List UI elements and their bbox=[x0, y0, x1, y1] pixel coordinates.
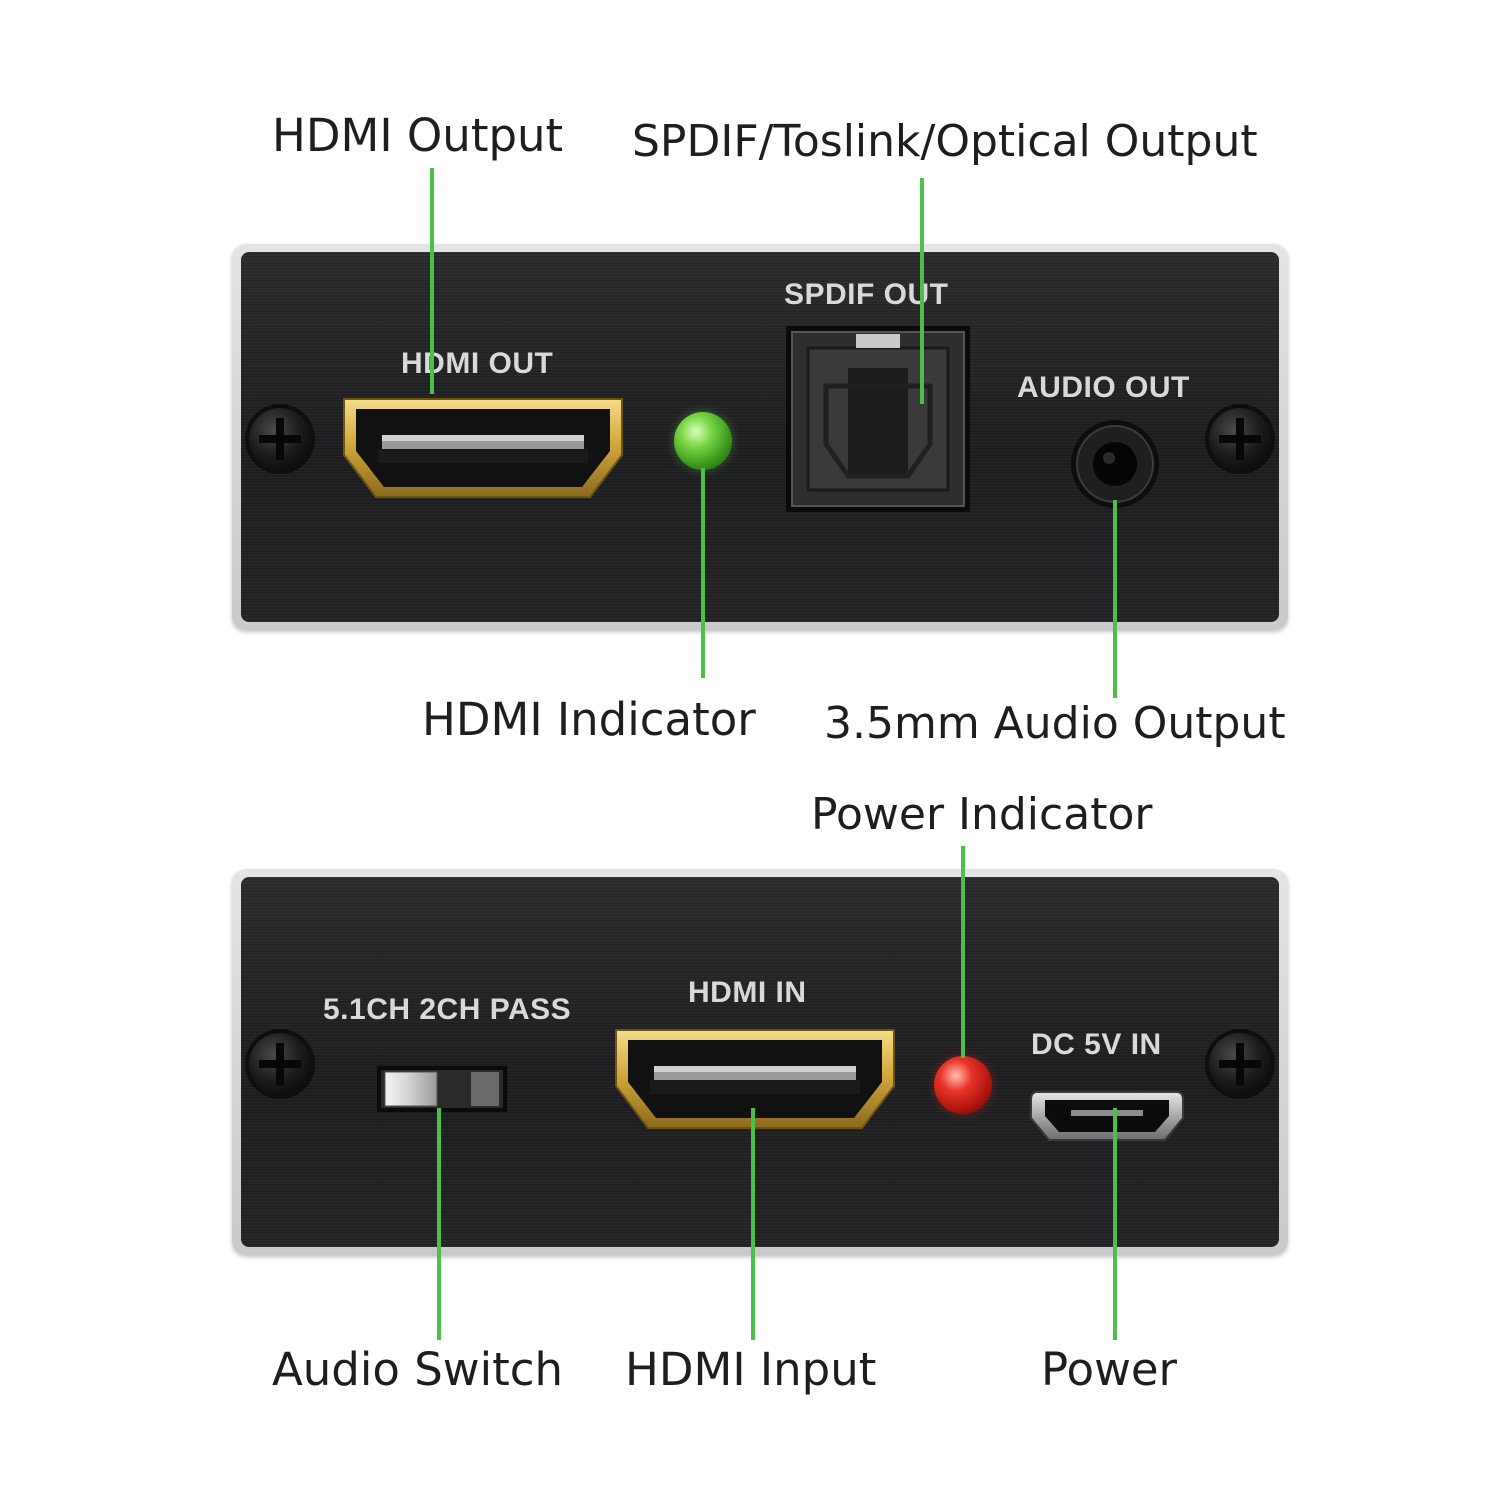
screw-icon bbox=[1205, 404, 1275, 474]
callout-audio-output: 3.5mm Audio Output bbox=[824, 698, 1286, 749]
hdmi-indicator-led bbox=[674, 412, 732, 470]
silk-hdmi-out: HDMI OUT bbox=[401, 347, 554, 380]
callout-hdmi-output: HDMI Output bbox=[272, 109, 564, 162]
leader-line-hdmi-input bbox=[751, 1108, 755, 1340]
callout-hdmi-indicator: HDMI Indicator bbox=[422, 693, 756, 746]
leader-line-audio-switch bbox=[437, 1108, 441, 1340]
optical-port-icon bbox=[786, 326, 970, 512]
leader-line-hdmi-indicator bbox=[701, 468, 705, 678]
leader-line-audio-output bbox=[1113, 500, 1117, 698]
callout-power: Power bbox=[1041, 1343, 1178, 1396]
silk-audio-out: AUDIO OUT bbox=[1017, 371, 1190, 404]
screw-icon bbox=[245, 404, 315, 474]
hdmi-port-icon bbox=[615, 1029, 895, 1129]
leader-line-power bbox=[1113, 1108, 1117, 1340]
callout-hdmi-input: HDMI Input bbox=[625, 1343, 877, 1396]
callout-optical-output: SPDIF/Toslink/Optical Output bbox=[632, 116, 1258, 167]
leader-line-power-indicator bbox=[961, 846, 965, 1058]
hdmi-port-icon bbox=[343, 398, 623, 498]
callout-power-indicator: Power Indicator bbox=[811, 789, 1153, 840]
silk-switch-modes: 5.1CH 2CH PASS bbox=[323, 993, 572, 1026]
leader-line-optical-output bbox=[920, 178, 924, 404]
slide-switch-icon bbox=[377, 1066, 507, 1112]
screw-icon bbox=[245, 1029, 315, 1099]
power-indicator-led bbox=[934, 1056, 992, 1114]
screw-icon bbox=[1205, 1029, 1275, 1099]
silk-hdmi-in: HDMI IN bbox=[688, 976, 807, 1009]
audio-jack-icon bbox=[1071, 420, 1159, 508]
callout-audio-switch: Audio Switch bbox=[272, 1343, 563, 1396]
leader-line-hdmi-output bbox=[430, 168, 434, 394]
micro-usb-port-icon bbox=[1030, 1091, 1184, 1141]
silk-dc-in: DC 5V IN bbox=[1031, 1028, 1162, 1061]
